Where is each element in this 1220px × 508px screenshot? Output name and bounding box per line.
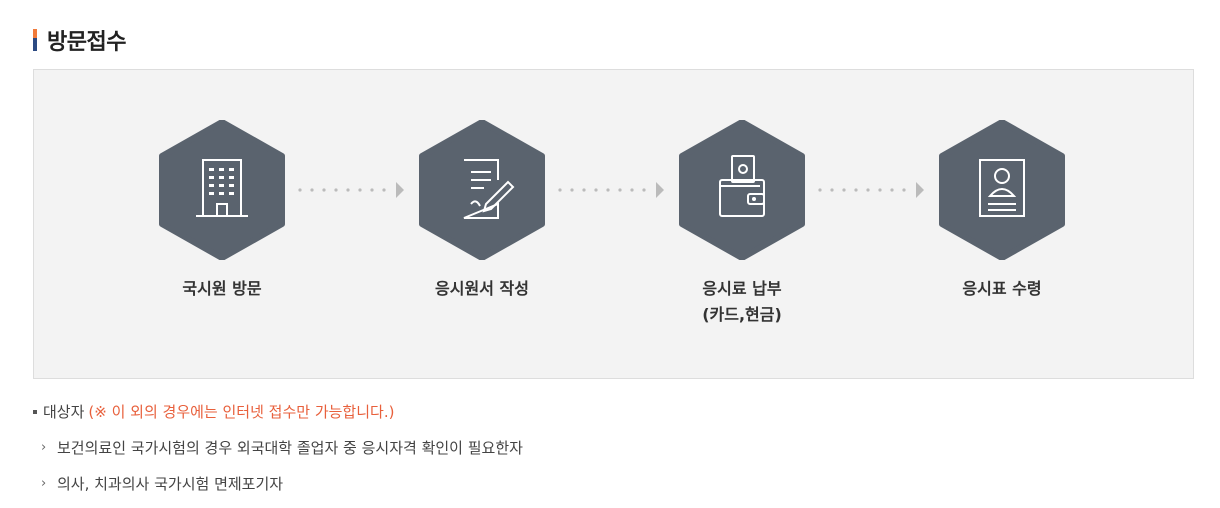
step-label: 국시원 방문	[182, 279, 262, 298]
id-card-icon	[939, 120, 1065, 260]
title-accent-bar	[33, 29, 37, 51]
page-title: 방문접수	[47, 30, 126, 55]
list-item: › 보건의료인 국가시험의 경우 외국대학 졸업자 중 응시자격 확인이 필요한…	[41, 436, 523, 460]
list-item: › 의사, 치과의사 국가시험 면제포기자	[41, 472, 523, 496]
process-panel: 국시원 방문 응시원서 작성	[33, 69, 1194, 379]
target-notice: (※ 이 외의 경우에는 인터넷 접수만 가능합니다.)	[88, 403, 395, 421]
building-icon	[159, 120, 285, 260]
step-label: 응시원서 작성	[435, 279, 529, 298]
arrow-icon	[298, 182, 404, 198]
arrow-icon	[558, 182, 664, 198]
step-visit: 국시원 방문	[122, 120, 322, 302]
step-payment: 응시료 납부 (카드,현금)	[642, 120, 842, 328]
arrow-icon	[818, 182, 924, 198]
document-pen-icon	[419, 120, 545, 260]
target-heading: 대상자	[43, 403, 85, 421]
step-ticket: 응시표 수령	[902, 120, 1102, 302]
chevron-right-icon: ›	[41, 440, 47, 455]
chevron-right-icon: ›	[41, 476, 47, 491]
step-label: 응시료 납부 (카드,현금)	[702, 279, 782, 324]
target-heading-row: 대상자 (※ 이 외의 경우에는 인터넷 접수만 가능합니다.)	[33, 400, 523, 424]
step-application: 응시원서 작성	[382, 120, 582, 302]
target-section: 대상자 (※ 이 외의 경우에는 인터넷 접수만 가능합니다.) › 보건의료인…	[33, 400, 523, 496]
step-label: 응시표 수령	[962, 279, 1042, 298]
section-header: 방문접수	[33, 26, 126, 55]
square-bullet-icon	[33, 410, 37, 414]
wallet-money-icon	[679, 120, 805, 260]
